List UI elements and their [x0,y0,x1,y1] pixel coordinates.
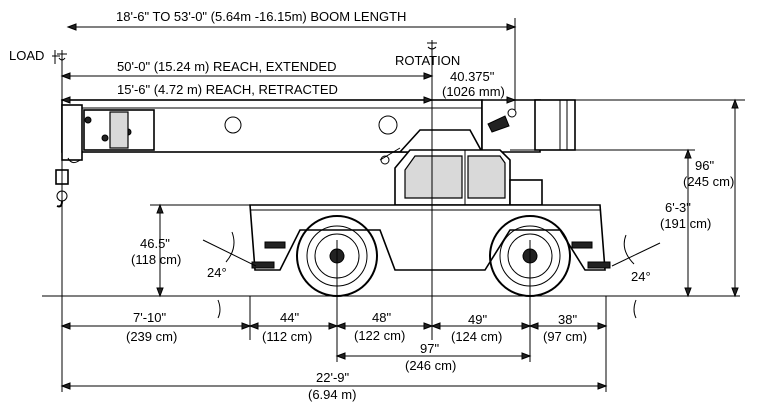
front-overhang-cm-label: (239 cm) [126,329,177,344]
load-centerline-label: LOAD [9,48,44,63]
load-cl-symbol [52,50,60,64]
centerlines [57,40,531,362]
rotation-centerline-label: ROTATION [395,53,460,68]
rotation-offset-dimension: 40.375" (1026 mm) [432,69,517,104]
boom-head [61,104,155,164]
rear-overhang-in-label: 38" [558,312,577,327]
height-cab-ft-label: 6'-3" [665,200,691,215]
cab-height-dimension: 6'-3" (191 cm) [510,148,711,298]
departure-angle: 24° [611,234,661,319]
overall-height-dimension: 96" (245 cm) [575,98,745,298]
wheelbase-in-label: 97" [420,341,439,356]
carrier-chassis [249,204,611,271]
height-overall-cm-label: (245 cm) [683,174,734,189]
reach-retracted-dimension: 15'-6" (4.72 m) REACH, RETRACTED [60,82,434,104]
height-overall-in-label: 96" [695,158,714,173]
front-body-cm-label: (112 cm) [262,329,312,344]
height-cab-cm-label: (191 cm) [660,216,711,231]
boom-length-label: 18'-6" TO 53'-0" (5.64m -16.15m) BOOM LE… [116,9,406,24]
rotation-offset-mm-label: (1026 mm) [442,84,505,99]
front-axle-to-cl-in-label: 48" [372,310,391,325]
bottom-dimensions [60,160,608,392]
wheelbase-cm-label: (246 cm) [405,358,456,373]
overall-length-ft-label: 22'-9" [316,370,350,385]
angle-right-label: 24° [631,269,651,284]
operator-cab [394,149,543,206]
cl-to-rear-axle-in-label: 49" [468,312,487,327]
rotation-offset-in-label: 40.375" [450,69,495,84]
front-overhang-ft-label: 7'-10" [133,310,167,325]
reach-retracted-label: 15'-6" (4.72 m) REACH, RETRACTED [117,82,338,97]
overall-length-m-label: (6.94 m) [308,387,356,402]
front-axle-to-cl-cm-label: (122 cm) [354,328,405,343]
height-deck-cm-label: (118 cm) [131,252,181,267]
rear-overhang-cm-label: (97 cm) [543,329,587,344]
front-body-in-label: 44" [280,310,299,325]
height-deck-in-label: 46.5" [140,236,170,251]
cl-to-rear-axle-cm-label: (124 cm) [451,329,502,344]
approach-angle: 24° [202,231,257,319]
angle-left-label: 24° [207,265,227,280]
reach-extended-label: 50'-0" (15.24 m) REACH, EXTENDED [117,59,337,74]
reach-extended-dimension: 50'-0" (15.24 m) REACH, EXTENDED [60,59,434,80]
boom-length-dimension: 18'-6" TO 53'-0" (5.64m -16.15m) BOOM LE… [66,9,517,110]
deck-height-dimension: 46.5" (118 cm) [131,203,250,298]
